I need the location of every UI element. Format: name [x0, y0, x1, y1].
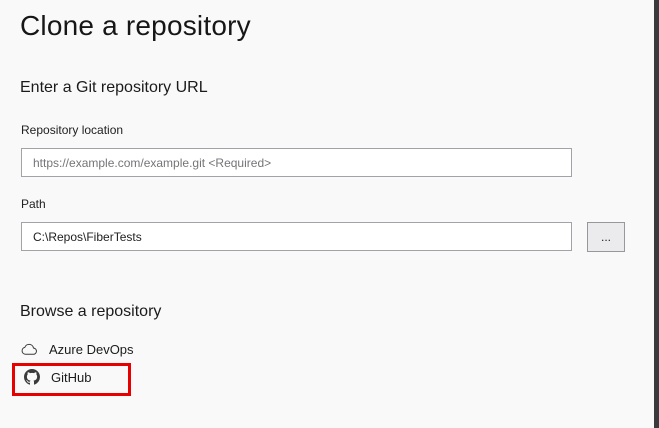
- github-icon: [23, 369, 40, 385]
- cloud-icon: [21, 341, 38, 357]
- page-title: Clone a repository: [20, 10, 251, 41]
- repository-location-input[interactable]: [21, 148, 572, 177]
- browse-section-heading: Browse a repository: [20, 303, 162, 320]
- repo-source-azure-devops[interactable]: Azure DevOps: [21, 341, 134, 357]
- url-section-heading: Enter a Git repository URL: [20, 79, 208, 96]
- repo-source-github[interactable]: GitHub: [23, 369, 91, 385]
- path-label: Path: [21, 197, 46, 211]
- window-edge: [654, 0, 659, 428]
- repo-source-label: GitHub: [51, 369, 92, 385]
- repo-source-label: Azure DevOps: [49, 341, 134, 357]
- repository-location-label: Repository location: [21, 123, 124, 137]
- browse-path-button[interactable]: ...: [587, 222, 625, 252]
- path-input[interactable]: [21, 222, 572, 251]
